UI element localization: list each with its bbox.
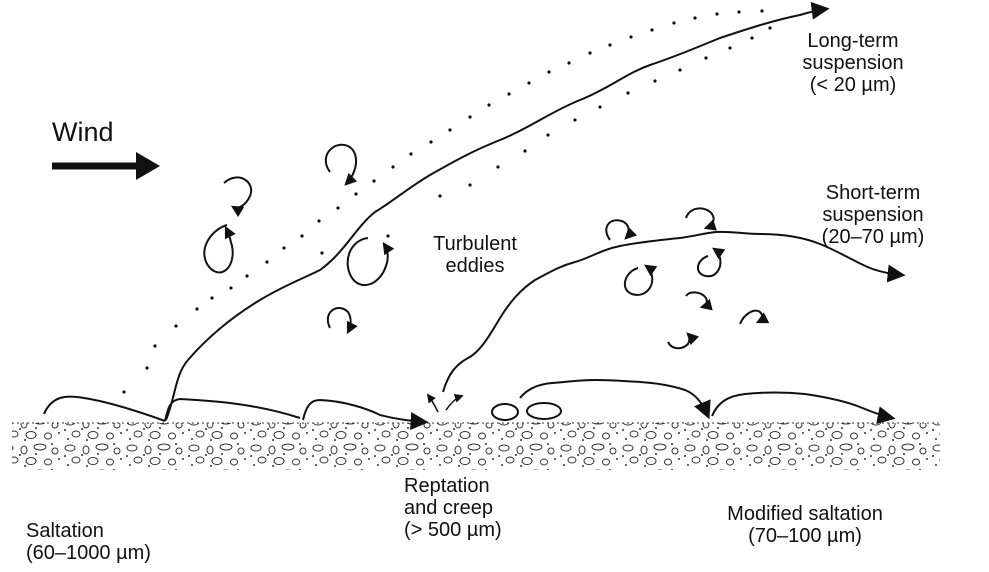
label-line: Short-term [798, 182, 948, 204]
label-line: (> 500 µm) [404, 519, 502, 541]
modified-saltation-path [712, 393, 892, 419]
reptation-label: Reptation and creep (> 500 µm) [404, 475, 502, 541]
saltation-path [303, 400, 425, 422]
label-line: Reptation [404, 475, 502, 497]
saltation-path [165, 399, 300, 421]
label-line: suspension [798, 204, 948, 226]
saltation-path [44, 397, 165, 421]
label-line: (70–100 µm) [705, 525, 905, 547]
modified-saltation-label: Modified saltation (70–100 µm) [705, 503, 905, 547]
saltation-label: Saltation (60–1000 µm) [26, 520, 151, 564]
label-line: (< 20 µm) [788, 74, 918, 96]
long-term-suspension-label: Long-term suspension (< 20 µm) [788, 30, 918, 96]
label-line: and creep [404, 497, 502, 519]
creep-grain [527, 403, 561, 419]
short-term-suspension-label: Short-term suspension (20–70 µm) [798, 182, 948, 248]
label-line: Modified saltation [705, 503, 905, 525]
creep-grain [492, 404, 518, 420]
reptation-splash-arrow [428, 395, 438, 412]
label-line: Long-term [788, 30, 918, 52]
label-line: (20–70 µm) [798, 226, 948, 248]
label-line: (60–1000 µm) [26, 542, 151, 564]
label-line: suspension [788, 52, 918, 74]
label-line: Saltation [26, 520, 151, 542]
suspension-dust-dots [122, 9, 771, 393]
turbulent-eddies-label: Turbulent eddies [420, 233, 530, 277]
reptation-splash-arrow [446, 396, 462, 410]
label-line: eddies [420, 255, 530, 277]
wind-arrow-head [136, 152, 160, 180]
ground-bed [12, 423, 940, 470]
label-line: Turbulent [420, 233, 530, 255]
long-term-suspension-path [166, 9, 826, 420]
wind-label: Wind [52, 117, 114, 147]
